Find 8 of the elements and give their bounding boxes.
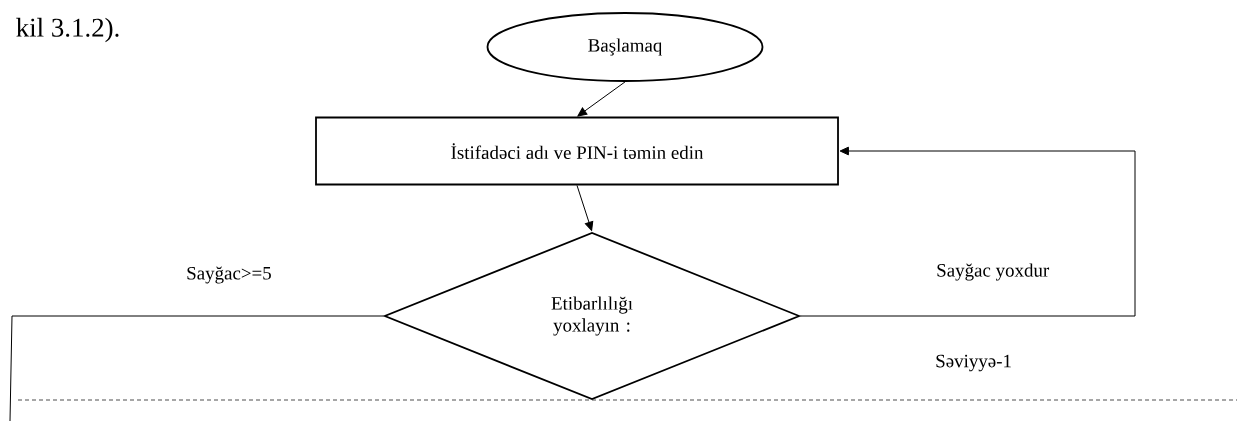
edge-label: Sayğac>=5 [185,265,273,285]
edge-label: Sayğac yoxdur [935,262,1051,282]
arrow [576,184,594,231]
caption-text: kil 3.1.2). [16,17,119,43]
arrow [577,81,626,117]
process-box: İstifadəci adı ve PIN-i təmin edin [315,116,839,186]
arrow [799,146,1136,317]
level-label: Səviyyə-1 [936,354,1011,372]
